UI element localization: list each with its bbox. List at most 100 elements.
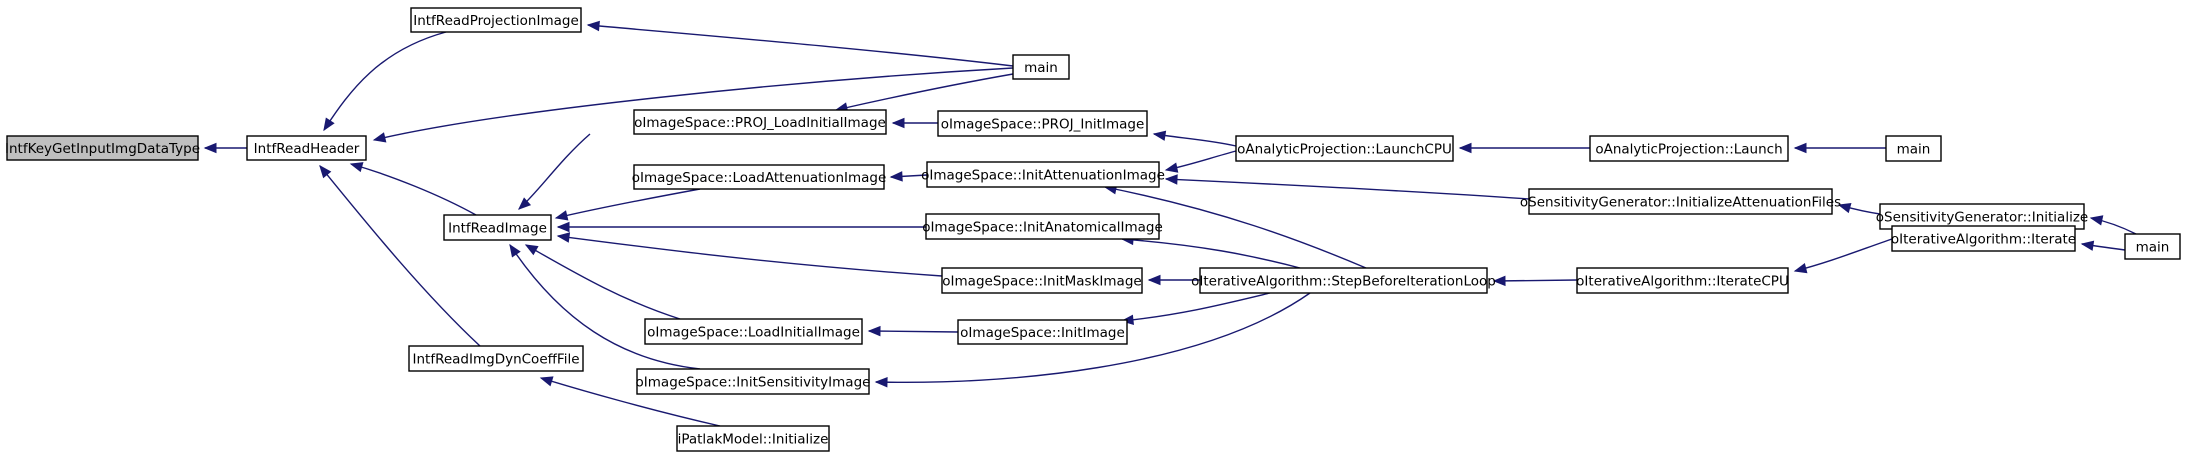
node-box — [1576, 267, 1789, 294]
edge-oiterativealgorithm-stepbeforeiterationloop-to-oimagespace-initanatomicalimage — [1120, 234, 1301, 269]
arrowhead-icon — [586, 20, 600, 32]
edge-line — [1794, 238, 1893, 272]
node-osensitivitygenerator-initializeattenuationfiles[interactable]: oSensitivityGenerator::InitializeAttenua… — [1520, 188, 1841, 215]
edge-line — [1104, 186, 1367, 269]
node-box — [1589, 135, 1789, 162]
edge-osensitivitygenerator-initializeattenuationfiles-to-oimagespace-initattenuationimage — [1164, 174, 1530, 200]
edge-line — [1153, 133, 1237, 147]
node-label: oIterativeAlgorithm::IterateCPU — [1576, 274, 1789, 290]
node-box — [1885, 135, 1942, 162]
node-label: oAnalyticProjection::LaunchCPU — [1237, 142, 1452, 158]
edge-osensitivitygenerator-initialize-to-osensitivitygenerator-initializeattenuationfiles — [1837, 202, 1881, 215]
node-box — [926, 161, 1160, 188]
node-label: oIterativeAlgorithm::StepBeforeIteration… — [1191, 274, 1496, 290]
node-box — [676, 425, 830, 452]
edge-intfreadheader-to-intfkeygetinputimgdatatype — [203, 142, 247, 154]
edge-oimagespace-loadinitialimage-to-intfreadimage — [524, 244, 681, 320]
arrowhead-icon — [867, 325, 881, 337]
edge-oiterativealgorithm-stepbeforeiterationloop-to-oimagespace-initimage — [1120, 292, 1271, 326]
arrowhead-icon — [556, 221, 570, 233]
node-oanalyticprojection-launch[interactable]: oAnalyticProjection::Launch — [1589, 135, 1789, 162]
arrowhead-icon — [323, 117, 335, 132]
node-oimagespace-initanatomicalimage[interactable]: oImageSpace::InitAnatomicalImage — [922, 213, 1163, 240]
edge-oanalyticprojection-launch-to-oanalyticprojection-launchcpu — [1458, 142, 1590, 154]
edge-line — [540, 377, 721, 427]
node-intfreadprojectionimage[interactable]: IntfReadProjectionImage — [410, 7, 582, 33]
node-box — [957, 319, 1128, 345]
node-label: IntfReadHeader — [254, 141, 360, 157]
edge-main-to-osensitivitygenerator-initialize — [2089, 215, 2137, 235]
edge-line — [1493, 279, 1578, 282]
node-oimagespace-loadinitialimage[interactable]: oImageSpace::LoadInitialImage — [644, 318, 863, 345]
arrowhead-icon — [518, 197, 532, 210]
arrowhead-icon — [1837, 202, 1852, 214]
node-oimagespace-proj-initimage[interactable]: oImageSpace::PROJ_InitImage — [937, 110, 1148, 137]
arrowhead-icon — [1793, 263, 1808, 274]
node-oimagespace-initmaskimage[interactable]: oImageSpace::InitMaskImage — [941, 267, 1143, 294]
arrowhead-icon — [1147, 274, 1161, 286]
edge-line — [587, 24, 1014, 67]
node-box — [2124, 233, 2181, 260]
arrowhead-icon — [556, 232, 571, 243]
node-osensitivitygenerator-initialize[interactable]: oSensitivityGenerator::Initialize — [1876, 203, 2088, 230]
node-label: oImageSpace::InitAnatomicalImage — [922, 220, 1163, 236]
node-box — [925, 213, 1160, 240]
arrowhead-icon — [1793, 142, 1807, 154]
node-box — [6, 135, 199, 161]
node-oimagespace-initattenuationimage[interactable]: oImageSpace::InitAttenuationImage — [921, 161, 1165, 188]
node-ipatlakmodel-initialize[interactable]: iPatlakModel::Initialize — [676, 425, 830, 452]
node-oimagespace-proj-loadinitialimage[interactable]: oImageSpace::PROJ_LoadInitialImage — [633, 109, 887, 135]
node-oiterativealgorithm-iterate[interactable]: oIterativeAlgorithm::Iterate — [1891, 225, 2076, 252]
edge-oimagespace-initattenuationimage-to-oimagespace-loadattenuationimage — [889, 171, 928, 182]
node-main-n21[interactable]: main — [1885, 135, 1942, 162]
node-box — [410, 7, 582, 33]
node-label: oImageSpace::PROJ_InitImage — [941, 117, 1145, 133]
arrowhead-icon — [372, 132, 387, 143]
node-main-n3[interactable]: main — [1012, 54, 1070, 80]
node-box — [1891, 225, 2076, 252]
arrowhead-icon — [1164, 174, 1178, 185]
node-box — [1879, 203, 2085, 230]
edge-intfreadimgdyncoefffile-to-intfreadheader — [319, 164, 481, 347]
node-box — [937, 110, 1148, 137]
node-intfreadimgdyncoefffile[interactable]: IntfReadImgDynCoeffFile — [408, 345, 584, 372]
node-label: IntfReadProjectionImage — [413, 13, 579, 29]
edge-line — [525, 244, 681, 320]
edge-line — [557, 235, 943, 277]
arrowhead-icon — [203, 142, 217, 154]
arrowhead-icon — [1152, 130, 1167, 141]
node-intfreadheader[interactable]: IntfReadHeader — [246, 135, 367, 161]
edge-oanalyticprojection-launchcpu-to-oimagespace-proj-initimage — [1152, 130, 1237, 147]
edge-oimagespace-proj-loadinitialimage-to-intfreadimage — [518, 133, 591, 210]
node-main-n24[interactable]: main — [2124, 233, 2181, 260]
arrowhead-icon — [2089, 215, 2104, 226]
node-label: oIterativeAlgorithm::Iterate — [1891, 232, 2076, 248]
node-oiterativealgorithm-stepbeforeiterationloop[interactable]: oIterativeAlgorithm::StepBeforeIteration… — [1191, 267, 1496, 294]
node-oanalyticprojection-launchcpu[interactable]: oAnalyticProjection::LaunchCPU — [1235, 135, 1454, 162]
edge-oimagespace-initimage-to-oimagespace-loadinitialimage — [867, 325, 959, 337]
node-label: oImageSpace::InitMaskImage — [942, 274, 1141, 290]
edge-line — [1165, 178, 1530, 200]
node-intfkeygetinputimgdatatype[interactable]: IntfKeyGetInputImgDataType — [5, 135, 200, 161]
edge-oanalyticprojection-launchcpu-to-oimagespace-initattenuationimage — [1164, 150, 1237, 173]
arrowhead-icon — [509, 243, 521, 258]
node-label: oSensitivityGenerator::Initialize — [1876, 210, 2088, 226]
arrowhead-icon — [524, 244, 539, 256]
arrowhead-icon — [1164, 162, 1179, 173]
node-intfreadimage[interactable]: IntfReadImage — [443, 214, 552, 241]
edge-intfreadimage-to-intfreadheader — [349, 162, 477, 216]
edge-oimagespace-loadattenuationimage-to-intfreadimage — [554, 188, 701, 221]
node-oimagespace-loadattenuationimage[interactable]: oImageSpace::LoadAttenuationImage — [632, 164, 887, 190]
edge-oiterativealgorithm-stepbeforeiterationloop-to-oimagespace-initsensitivityimage — [874, 292, 1311, 388]
node-box — [941, 267, 1143, 294]
node-oimagespace-initimage[interactable]: oImageSpace::InitImage — [957, 319, 1128, 345]
edge-oimagespace-proj-loadinitialimage-to-main — [834, 73, 1014, 113]
edge-main-to-intfreadprojectionimage — [586, 20, 1014, 67]
node-oimagespace-initsensitivityimage[interactable]: oImageSpace::InitSensitivityImage — [636, 368, 871, 395]
node-label: oImageSpace::InitImage — [960, 325, 1125, 341]
node-oiterativealgorithm-iteratecpu[interactable]: oIterativeAlgorithm::IterateCPU — [1576, 267, 1789, 294]
arrowhead-icon — [1120, 314, 1134, 326]
node-box — [636, 368, 870, 395]
node-box — [644, 318, 863, 345]
node-label: oImageSpace::InitSensitivityImage — [636, 375, 871, 391]
